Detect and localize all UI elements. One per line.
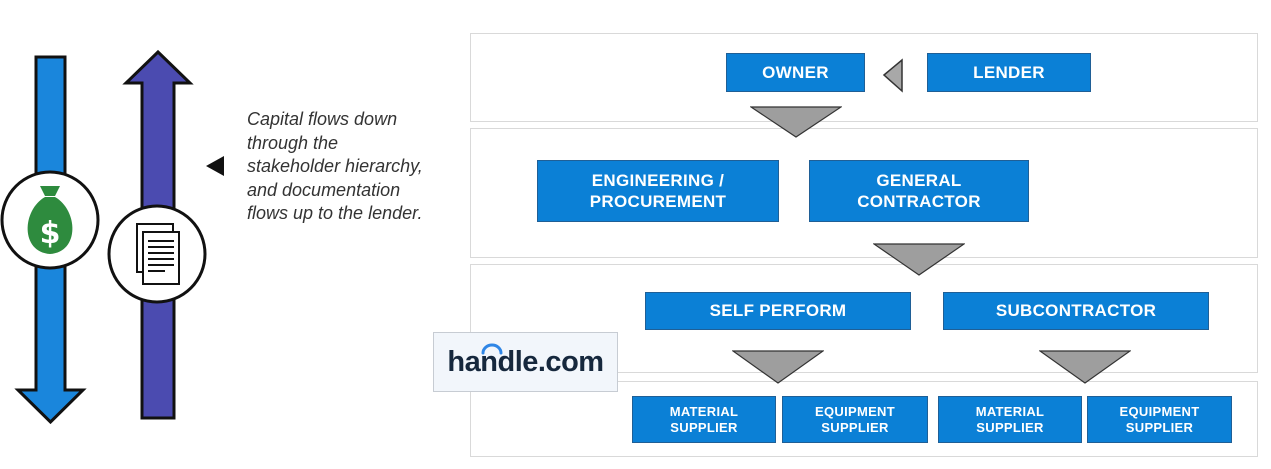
general-contractor-box: GENERAL CONTRACTOR <box>809 160 1029 222</box>
material-supplier-box-2: MATERIAL SUPPLIER <box>938 396 1082 443</box>
document-icon <box>107 204 207 304</box>
equipment-supplier-box-1: EQUIPMENT SUPPLIER <box>782 396 928 443</box>
handle-logo-text: handle.com <box>447 345 604 378</box>
lender-box: LENDER <box>927 53 1091 92</box>
handle-logo-arc-icon <box>481 343 503 355</box>
subcontractor-box: SUBCONTRACTOR <box>943 292 1209 330</box>
flow-arrows: $ <box>0 49 224 425</box>
owner-box: OWNER <box>726 53 865 92</box>
handle-logo: handle.com <box>433 332 618 392</box>
subcontractor-down-arrow-icon <box>1039 350 1131 384</box>
svg-text:$: $ <box>40 216 61 251</box>
engineering-procurement-box: ENGINEERING / PROCUREMENT <box>537 160 779 222</box>
lender-to-owner-arrow-icon <box>882 58 903 93</box>
self-perform-box: SELF PERFORM <box>645 292 911 330</box>
caption-pointer-icon <box>206 156 224 176</box>
flow-caption: Capital flows down through the stakehold… <box>247 109 423 223</box>
money-bag-icon: $ <box>0 170 100 270</box>
self-perform-down-arrow-icon <box>732 350 824 384</box>
owner-down-arrow-icon <box>750 106 842 138</box>
contractor-down-arrow-icon <box>873 243 965 276</box>
material-supplier-box-1: MATERIAL SUPPLIER <box>632 396 776 443</box>
equipment-supplier-box-2: EQUIPMENT SUPPLIER <box>1087 396 1232 443</box>
